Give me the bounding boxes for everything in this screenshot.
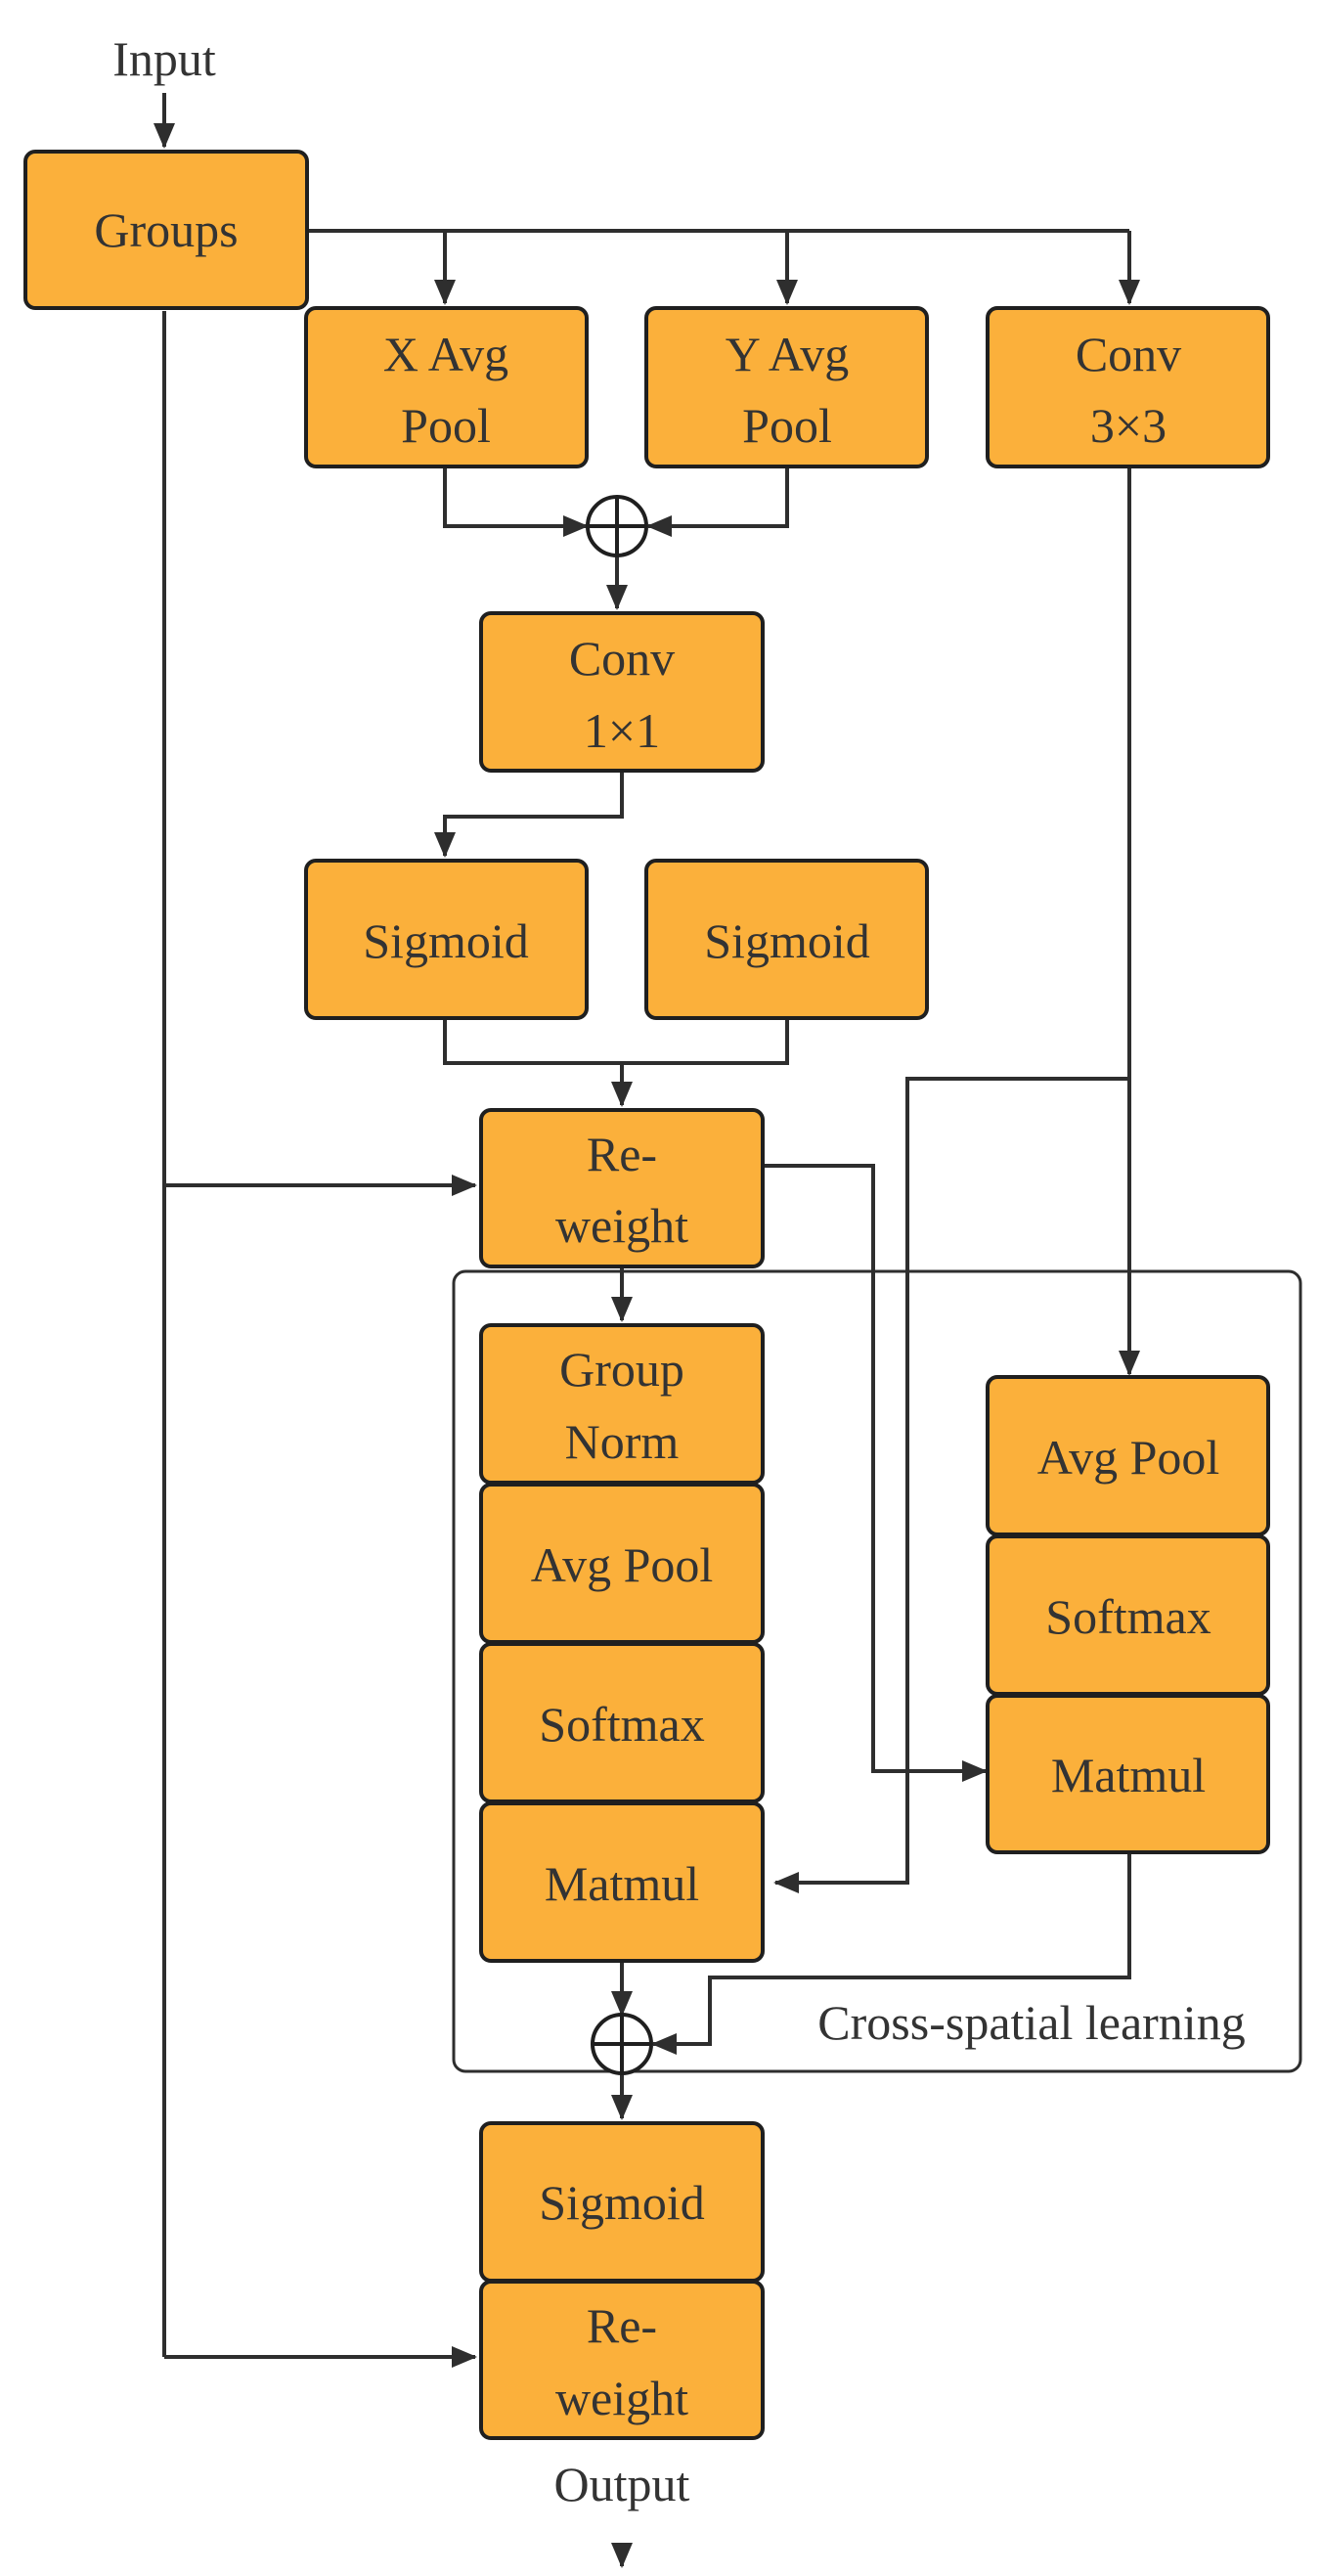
output-label: Output [554, 2457, 690, 2511]
panel-label: Cross-spatial learning [817, 1995, 1245, 2050]
svg-text:X Avg: X Avg [383, 327, 508, 381]
svg-text:Sigmoid: Sigmoid [363, 913, 528, 968]
svg-text:Sigmoid: Sigmoid [539, 2175, 704, 2230]
svg-text:Matmul: Matmul [1051, 1748, 1206, 1802]
x-avg-pool-box: X Avg Pool [304, 306, 589, 468]
add-circle-top [586, 495, 648, 557]
sigmoid-final-box: Sigmoid [479, 2121, 765, 2283]
arrow-x-pool-to-plus [443, 467, 589, 537]
arrow-y-pool-to-plus [646, 467, 789, 537]
svg-text:Re-: Re- [587, 2298, 657, 2353]
right-avg-pool-box: Avg Pool [986, 1375, 1270, 1536]
svg-text:Pool: Pool [401, 398, 491, 453]
cross-spatial-panel [452, 1269, 1302, 2073]
input-label: Input [112, 31, 216, 86]
svg-text:weight: weight [555, 2371, 688, 2425]
left-avg-pool-box: Avg Pool [479, 1483, 765, 1644]
conv1-box: Conv 1×1 [479, 611, 765, 773]
arrow-conv1-to-sigmoid [434, 771, 624, 858]
reweight-box-1: Re- weight [479, 1108, 765, 1268]
svg-text:Pool: Pool [742, 398, 832, 453]
svg-text:Matmul: Matmul [545, 1856, 699, 1911]
svg-text:3×3: 3×3 [1090, 398, 1167, 453]
right-matmul-box: Matmul [986, 1694, 1270, 1854]
group-norm-box: Group Norm [479, 1323, 765, 1485]
svg-text:Group: Group [559, 1342, 684, 1397]
svg-text:1×1: 1×1 [584, 703, 660, 758]
arrow-conv3-to-left-matmul [773, 1077, 1129, 1893]
add-circle-bottom [591, 2013, 653, 2075]
svg-text:weight: weight [555, 1198, 688, 1253]
svg-text:Avg Pool: Avg Pool [1037, 1430, 1220, 1485]
left-matmul-box: Matmul [479, 1801, 765, 1963]
svg-text:Softmax: Softmax [1045, 1589, 1211, 1644]
svg-text:Sigmoid: Sigmoid [704, 913, 869, 968]
conv3-box: Conv 3×3 [986, 306, 1270, 468]
svg-text:Norm: Norm [565, 1414, 680, 1469]
groups-box: Groups [23, 150, 309, 310]
reweight-box-2: Re- weight [479, 2280, 765, 2440]
svg-text:Conv: Conv [1076, 327, 1181, 381]
arrow-right-matmul-to-plus [651, 1850, 1131, 2055]
line-sigmoid-left-down [443, 1017, 789, 1065]
left-softmax-box: Softmax [479, 1642, 765, 1803]
right-softmax-box: Softmax [986, 1534, 1270, 1696]
sigmoid-right-box: Sigmoid [644, 859, 929, 1020]
svg-text:Softmax: Softmax [539, 1697, 704, 1752]
connectors [154, 93, 1140, 2568]
svg-text:Re-: Re- [587, 1127, 657, 1181]
y-avg-pool-box: Y Avg Pool [644, 306, 929, 468]
svg-text:Y Avg: Y Avg [726, 327, 849, 381]
svg-text:Groups: Groups [94, 202, 238, 257]
arrow-reweight-to-right-matmul [764, 1164, 988, 1782]
svg-text:Conv: Conv [569, 631, 675, 686]
svg-text:Avg Pool: Avg Pool [531, 1537, 714, 1592]
sigmoid-left-box: Sigmoid [304, 859, 589, 1020]
